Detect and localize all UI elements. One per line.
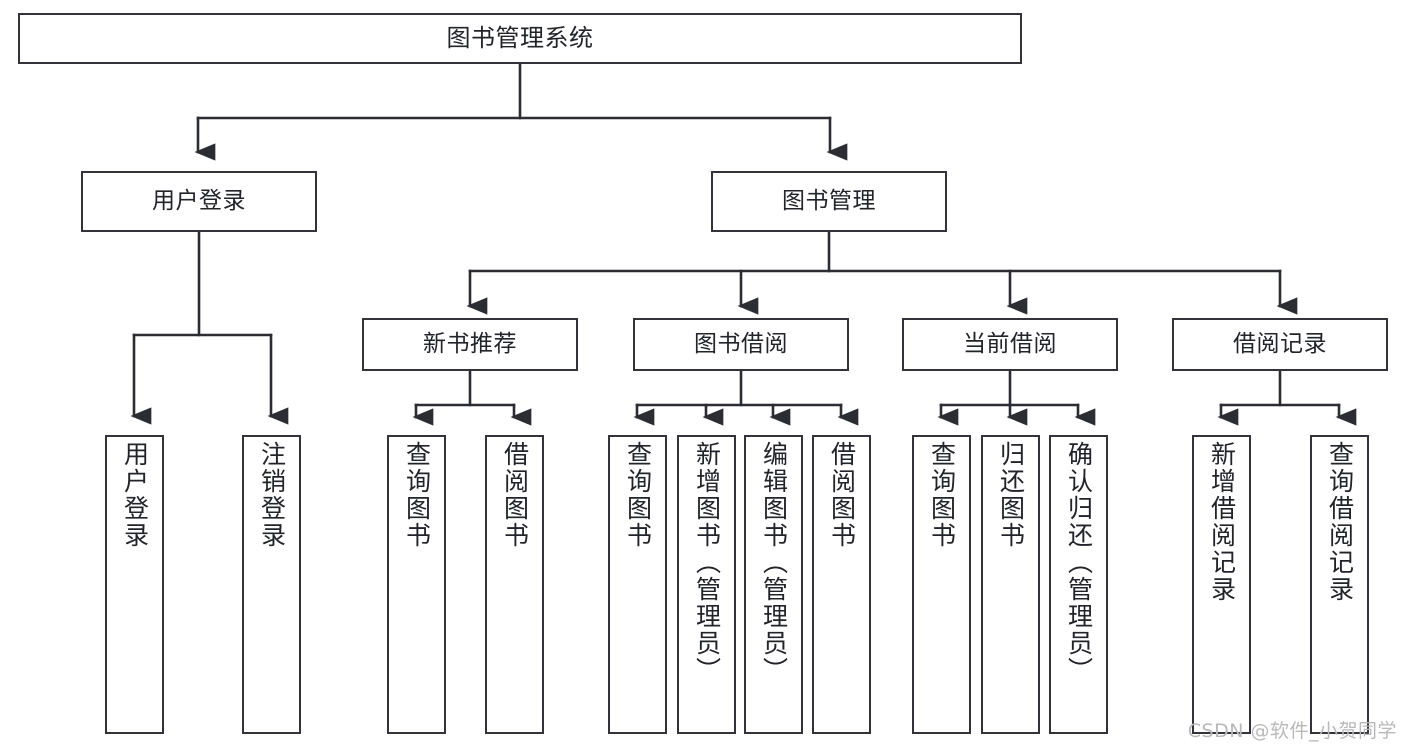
node-current-borrow[interactable]: 当前借阅: [902, 318, 1118, 371]
node-leaf-borrow-0[interactable]: 查询图书: [608, 435, 667, 734]
node-leaf-borrow-2-label: 编辑图书（管理员）: [759, 441, 789, 684]
node-leaf-current-2[interactable]: 确认归还（管理员）: [1049, 435, 1108, 734]
node-borrow-record-label: 借阅记录: [1233, 330, 1327, 357]
node-user-login[interactable]: 用户登录: [81, 171, 317, 232]
node-leaf-user-login-1-label: 注销登录: [257, 441, 287, 549]
node-leaf-recommend-0[interactable]: 查询图书: [387, 435, 446, 734]
node-book-management[interactable]: 图书管理: [711, 171, 947, 232]
node-leaf-user-login-0[interactable]: 用户登录: [105, 435, 164, 734]
node-book-borrow[interactable]: 图书借阅: [633, 318, 849, 371]
node-new-book-recommend-label: 新书推荐: [423, 330, 517, 357]
node-leaf-current-1[interactable]: 归还图书: [981, 435, 1040, 734]
csdn-watermark: CSDN @软件_小贺同学: [1187, 720, 1397, 742]
node-book-management-label: 图书管理: [782, 187, 876, 214]
node-leaf-borrow-2[interactable]: 编辑图书（管理员）: [744, 435, 803, 734]
node-root[interactable]: 图书管理系统: [18, 13, 1022, 64]
node-leaf-current-1-label: 归还图书: [996, 441, 1026, 549]
node-leaf-recommend-1-label: 借阅图书: [500, 441, 530, 549]
node-leaf-current-2-label: 确认归还（管理员）: [1064, 441, 1094, 684]
node-leaf-user-login-0-label: 用户登录: [120, 441, 150, 549]
node-leaf-current-0-label: 查询图书: [927, 441, 957, 549]
node-leaf-recommend-1[interactable]: 借阅图书: [485, 435, 544, 734]
node-leaf-current-0[interactable]: 查询图书: [912, 435, 971, 734]
node-leaf-borrow-1[interactable]: 新增图书（管理员）: [677, 435, 736, 734]
node-root-label: 图书管理系统: [446, 24, 594, 53]
node-leaf-user-login-1[interactable]: 注销登录: [242, 435, 301, 734]
node-leaf-record-1[interactable]: 查询借阅记录: [1310, 435, 1369, 734]
node-leaf-borrow-1-label: 新增图书（管理员）: [692, 441, 722, 684]
node-new-book-recommend[interactable]: 新书推荐: [362, 318, 578, 371]
node-leaf-borrow-0-label: 查询图书: [623, 441, 653, 549]
node-leaf-borrow-3[interactable]: 借阅图书: [812, 435, 871, 734]
node-leaf-borrow-3-label: 借阅图书: [827, 441, 857, 549]
node-borrow-record[interactable]: 借阅记录: [1172, 318, 1388, 371]
node-leaf-record-0-label: 新增借阅记录: [1207, 441, 1237, 603]
node-leaf-record-1-label: 查询借阅记录: [1325, 441, 1355, 603]
node-leaf-recommend-0-label: 查询图书: [402, 441, 432, 549]
node-book-borrow-label: 图书借阅: [694, 330, 788, 357]
node-current-borrow-label: 当前借阅: [963, 330, 1057, 357]
node-user-login-label: 用户登录: [152, 187, 246, 214]
node-leaf-record-0[interactable]: 新增借阅记录: [1192, 435, 1251, 734]
